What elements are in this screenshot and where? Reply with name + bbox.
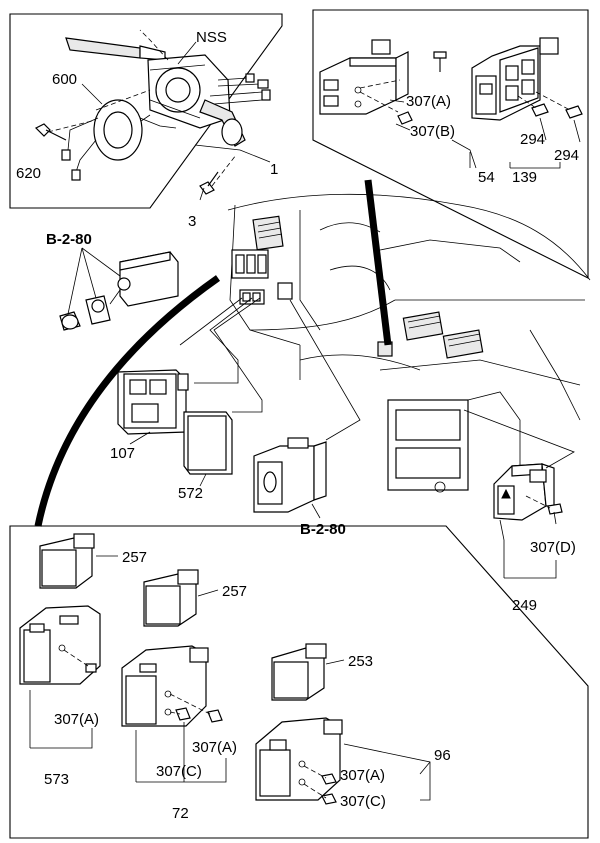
label-294-b: 294 <box>554 147 579 164</box>
label-ref-b280-mid: B-2-80 <box>300 521 346 538</box>
label-ref-b280-top: B-2-80 <box>46 231 92 248</box>
callout-swoosh <box>34 275 221 527</box>
label-307a-right: 307(A) <box>340 767 385 784</box>
frame-combination-switch <box>9 13 283 209</box>
label-307a-mid: 307(A) <box>192 739 237 756</box>
label-139: 139 <box>512 169 537 186</box>
frame-bottom-switches <box>9 525 589 839</box>
label-294-a: 294 <box>520 131 545 148</box>
hazard-switch-assembly <box>463 409 575 579</box>
label-54: 54 <box>478 169 495 186</box>
combination-switch-assembly <box>34 29 271 201</box>
label-257-a: 257 <box>122 549 147 566</box>
middle-switches <box>117 297 361 519</box>
label-107: 107 <box>110 445 135 462</box>
dashboard-illustration <box>227 193 591 493</box>
label-3: 3 <box>188 213 196 230</box>
label-573: 573 <box>44 771 69 788</box>
label-96: 96 <box>434 747 451 764</box>
callout-swoosh-top <box>364 179 392 346</box>
top-right-switches <box>319 37 583 169</box>
label-1: 1 <box>270 161 278 178</box>
label-307c-right: 307(C) <box>340 793 386 810</box>
label-253: 253 <box>348 653 373 670</box>
label-307d: 307(D) <box>530 539 576 556</box>
label-72: 72 <box>172 805 189 822</box>
label-249: 249 <box>512 597 537 614</box>
label-307a-left: 307(A) <box>54 711 99 728</box>
label-572: 572 <box>178 485 203 502</box>
label-307b-top: 307(B) <box>410 123 455 140</box>
label-600: 600 <box>52 71 77 88</box>
b280-top-component <box>59 247 179 331</box>
bottom-frame-parts <box>19 533 431 805</box>
label-257-b: 257 <box>222 583 247 600</box>
label-307c-mid: 307(C) <box>156 763 202 780</box>
label-nss: NSS <box>196 29 227 46</box>
label-620: 620 <box>16 165 41 182</box>
label-307a-top: 307(A) <box>406 93 451 110</box>
